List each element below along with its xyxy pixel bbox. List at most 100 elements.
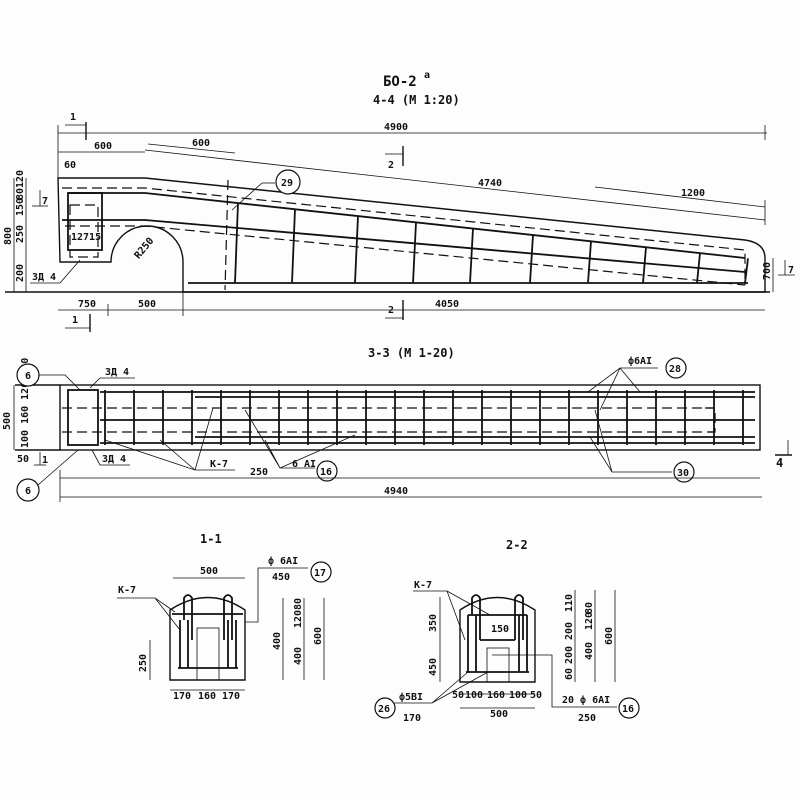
stirrup: [744, 258, 749, 284]
s2-dim-100b: 100: [509, 690, 527, 701]
s2-dim-150: 150: [491, 624, 509, 635]
beam-outline: [57, 177, 766, 293]
cut-7-label: 7: [42, 196, 48, 207]
s2-dim-60: 60: [564, 668, 575, 680]
s1-bar-len: 450: [272, 572, 290, 583]
plan-cut-4: 4: [776, 456, 783, 470]
stirrup: [587, 241, 592, 284]
stirrup: [469, 228, 474, 284]
stirrup: [354, 216, 359, 284]
radius-label: R250: [133, 236, 157, 262]
plan-dim-50: 50: [17, 454, 29, 465]
dim-250: 250: [15, 225, 26, 243]
s2-dim-100a: 100: [465, 690, 483, 701]
embed-top-note: ЗД 4: [105, 367, 129, 378]
s2-dim-50b: 50: [530, 690, 542, 701]
section-1-stirrups: [179, 620, 237, 668]
s1-dim-80: 80: [293, 598, 304, 610]
plan-view: 500 100 160 120 100 50 1 6 ЗД 4 6 ЗД 4 К…: [2, 355, 792, 502]
leader-30: [589, 409, 672, 473]
dim-700: 700: [762, 262, 773, 280]
callout-26: 26: [378, 704, 390, 715]
end-cage: [67, 192, 103, 251]
s2-bar-left-len: 170: [403, 713, 421, 724]
dim-800: 800: [3, 227, 14, 245]
s2-dim-450: 450: [428, 658, 439, 676]
s2-dim-160: 160: [487, 690, 505, 701]
s2-bar-right-len: 250: [578, 713, 596, 724]
dim-line-slope-600: [147, 143, 236, 154]
section-1-label: 1-1: [200, 532, 222, 546]
leader-6-top: [39, 374, 81, 391]
s1-dim-500: 500: [200, 566, 218, 577]
callout-6-top: 6: [25, 371, 31, 382]
dim-600: 600: [94, 141, 112, 152]
leader-k7: [104, 407, 235, 471]
s1-frame: К-7: [118, 585, 136, 596]
callout-6-bottom: 6: [25, 486, 31, 497]
section-2-frame: [467, 614, 528, 672]
cut-2-label: 2: [388, 160, 394, 171]
cut-1-label: 1: [70, 112, 76, 123]
dim-60: 60: [64, 160, 76, 171]
callout-28: 28: [669, 364, 681, 375]
leader-16: [244, 409, 356, 469]
embed-part: [69, 204, 99, 258]
callout-30-circle: [673, 461, 695, 483]
s2-dim-120: 120: [584, 612, 595, 630]
s1-dim-400b: 400: [293, 647, 304, 665]
plan-hidden-line: [705, 407, 716, 433]
plan-dim-500: 500: [2, 412, 13, 430]
middle-rebar: [62, 219, 746, 273]
leader-29: [231, 182, 263, 211]
drawing-title: БО-2: [383, 74, 417, 90]
s2-dim-350: 350: [428, 614, 439, 632]
dim-slope-600: 600: [192, 138, 210, 149]
section-1-void: [196, 627, 220, 681]
s2-dim-500: 500: [490, 709, 508, 720]
s2-dim-200b: 200: [564, 646, 575, 664]
callout-29: 29: [281, 178, 293, 189]
s1-dim-160: 160: [198, 691, 216, 702]
callout-28-circle: [665, 357, 687, 379]
callout-16-circle: [316, 460, 338, 482]
cut-2-label-bottom: 2: [388, 305, 394, 316]
s2-dim-200a: 200: [564, 622, 575, 640]
callout-29-circle: [275, 169, 301, 195]
stirrup: [529, 234, 534, 284]
s1-dim-120: 120: [293, 610, 304, 628]
s1-dim-600: 600: [313, 627, 324, 645]
s1-bar: ф 6АI: [268, 555, 298, 567]
callout-26-circle: [374, 697, 396, 719]
leader-17: [245, 567, 308, 623]
dim-200: 200: [15, 264, 26, 282]
s2-dim-50a: 50: [452, 690, 464, 701]
section-line: [224, 179, 229, 291]
dim-4740: 4740: [478, 178, 502, 189]
section-2-label: 2-2: [506, 538, 528, 552]
dim-4050: 4050: [435, 299, 459, 310]
bar16-note: 6 АI: [292, 459, 316, 470]
leader-embed-top: [89, 377, 135, 389]
stirrup: [412, 222, 417, 284]
s2-dim-110: 110: [564, 594, 575, 612]
stirrup: [642, 247, 647, 284]
section-2-outline: [459, 596, 536, 683]
dim-4900: 4900: [384, 122, 408, 133]
embed-bottom-note: ЗД 4: [102, 454, 126, 465]
plan-end-cage: [67, 389, 99, 446]
stirrup: [291, 209, 296, 284]
callout-17: 17: [314, 568, 326, 579]
stirrup: [234, 203, 239, 284]
drawing-title-suffix: а: [424, 70, 430, 81]
section-2-loops: [471, 594, 524, 640]
callout-6-bottom-circle: [16, 478, 40, 502]
section-1-1: 500 К-7 ф 6АI 450 17 250 170 160 170 400…: [117, 555, 332, 702]
s2-frame: К-7: [414, 580, 432, 591]
s2-dim-600: 600: [604, 627, 615, 645]
leader-28: [587, 367, 658, 411]
s1-dim-400a: 400: [272, 632, 283, 650]
plan-dim-250: 250: [250, 467, 268, 478]
